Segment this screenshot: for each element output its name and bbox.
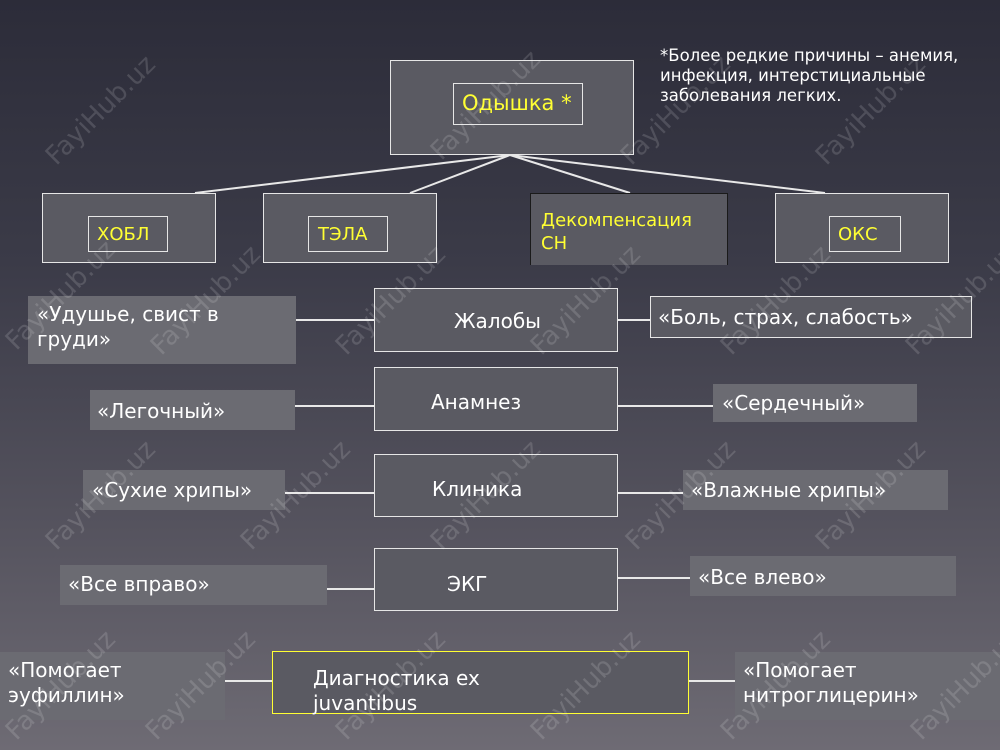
rare-causes-note: *Более редкие причины – анемия, инфекция… (660, 46, 959, 106)
cause-copd-label-box (88, 216, 168, 252)
clinic-node (374, 454, 618, 517)
complaints-label: Жалобы (454, 309, 541, 333)
clinic-label: Клиника (432, 477, 523, 501)
dyspnea-title: Одышка * (462, 91, 572, 115)
ecg-node (374, 548, 618, 611)
exjuv-right-box (735, 652, 1000, 720)
history-right-label: «Сердечный» (722, 391, 866, 415)
ecg-right-label: «Все влево» (698, 565, 827, 589)
exjuv-left-box (0, 652, 225, 720)
exjuv-left-label: «Помогает эуфиллин» (8, 658, 125, 707)
exjuv-node (272, 651, 689, 714)
exjuv-label: Диагностика ex juvantibus (313, 666, 480, 715)
history-left-label: «Легочный» (97, 399, 226, 423)
history-node (374, 367, 618, 431)
cause-hf-label: Декомпенсация СН (541, 210, 692, 254)
clinic-right-box (683, 470, 948, 510)
cause-pe-label-box (308, 216, 388, 252)
cause-hf-node (530, 193, 728, 265)
complaint-right-box (650, 296, 972, 338)
complaint-left-label: «Удушье, свист в груди» (37, 302, 219, 351)
cause-acs-label: ОКС (838, 224, 878, 245)
ecg-right-box (690, 556, 956, 596)
ecg-left-label: «Все вправо» (68, 572, 210, 596)
history-label: Анамнез (431, 390, 522, 414)
complaints-node (374, 288, 618, 352)
complaint-left-box (28, 296, 296, 364)
clinic-left-label: «Сухие хрипы» (92, 478, 253, 502)
ecg-label: ЭКГ (447, 572, 488, 596)
history-left-box (90, 390, 295, 430)
clinic-left-box (83, 470, 285, 510)
exjuv-right-label: «Помогает нитроглицерин» (743, 658, 919, 707)
history-right-box (713, 384, 917, 422)
complaint-right-label: «Боль, страх, слабость» (658, 305, 913, 329)
dyspnea-label-box (453, 83, 583, 125)
ecg-left-box (60, 565, 327, 605)
clinic-right-label: «Влажные хрипы» (691, 478, 887, 502)
cause-pe-label: ТЭЛА (318, 224, 368, 245)
cause-acs-label-box (829, 216, 901, 252)
cause-copd-label: ХОБЛ (97, 224, 150, 245)
